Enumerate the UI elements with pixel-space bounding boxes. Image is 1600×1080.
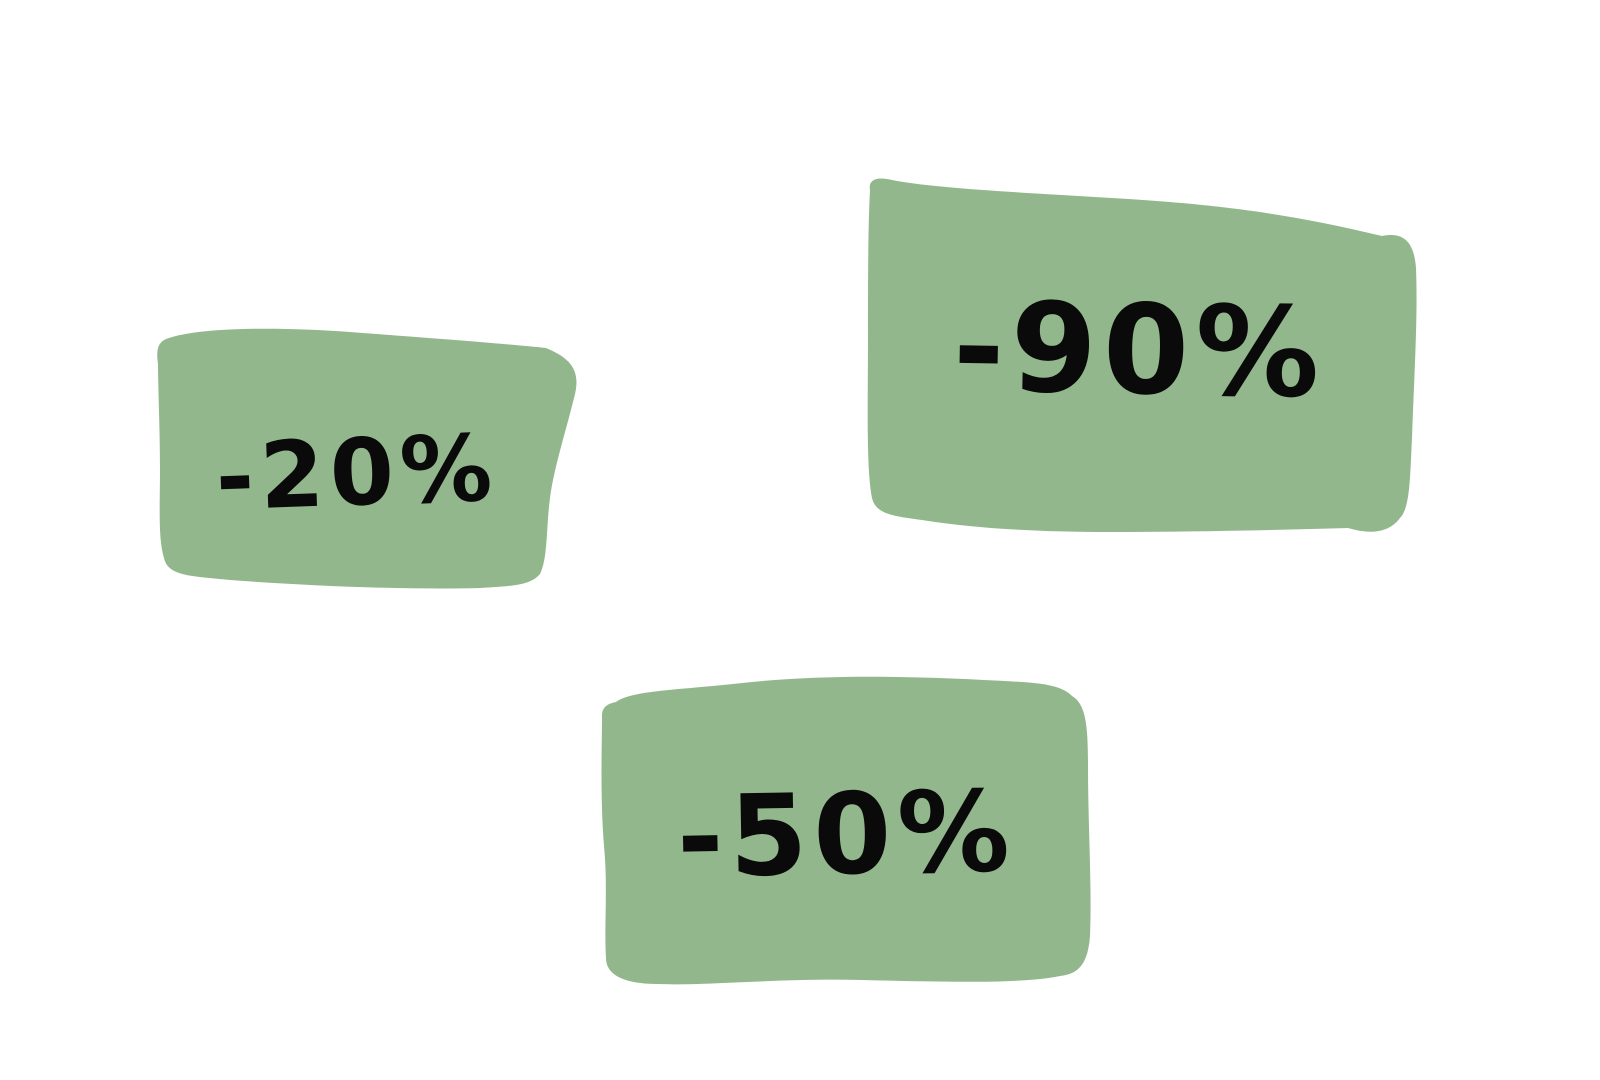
discount-label: -20% xyxy=(213,414,500,531)
discount-label: -90% xyxy=(951,275,1327,427)
tag-background-shape xyxy=(601,676,1091,985)
discount-tag-20: -20% xyxy=(150,318,590,590)
discount-label: -50% xyxy=(675,767,1017,904)
discount-tag-50: -50% xyxy=(601,676,1102,996)
tag-background-shape xyxy=(867,178,1417,532)
tag-background-shape xyxy=(157,328,577,589)
discount-tag-90: -90% xyxy=(862,178,1428,540)
